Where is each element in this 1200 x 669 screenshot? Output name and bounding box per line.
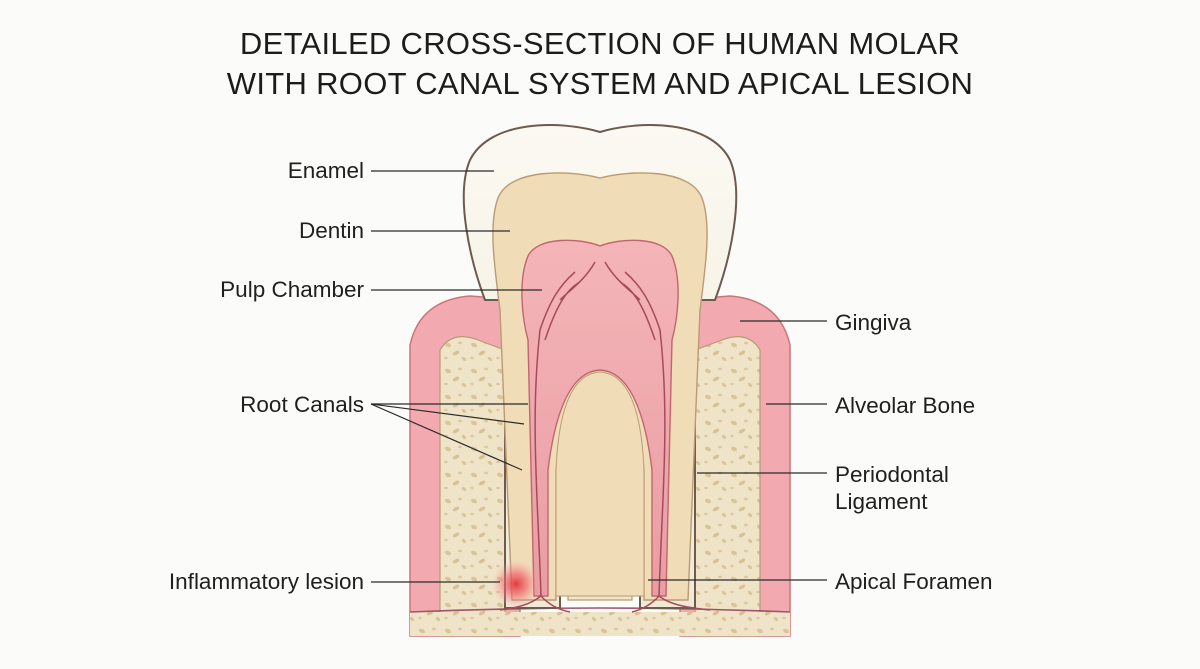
label-periodontal-line-2: Ligament: [835, 489, 928, 514]
label-inflammatory-lesion: Inflammatory lesion: [168, 569, 364, 594]
title-line-1: DETAILED CROSS-SECTION OF HUMAN MOLAR: [239, 26, 961, 61]
diagram-title: DETAILED CROSS-SECTION OF HUMAN MOLAR WI…: [0, 24, 1200, 104]
label-periodontal-line-1: Periodontal: [835, 462, 949, 487]
label-alveolar-bone: Alveolar Bone: [835, 393, 976, 418]
label-pulp-chamber: Pulp Chamber: [220, 277, 364, 302]
label-periodontal-ligament: Periodontal Ligament: [835, 461, 949, 515]
inflammatory-lesion-shape: [492, 560, 540, 608]
title-line-2: WITH ROOT CANAL SYSTEM AND APICAL LESION: [226, 66, 974, 101]
label-dentin: Dentin: [298, 218, 364, 243]
label-root-canals: Root Canals: [240, 392, 364, 417]
label-gingiva: Gingiva: [835, 310, 912, 335]
label-enamel: Enamel: [287, 158, 364, 183]
leader-lines: [370, 170, 827, 583]
pulp-chamber-shape: [521, 239, 679, 597]
label-apical-foramen: Apical Foramen: [835, 569, 993, 594]
root-canal-vessels: [499, 261, 711, 613]
